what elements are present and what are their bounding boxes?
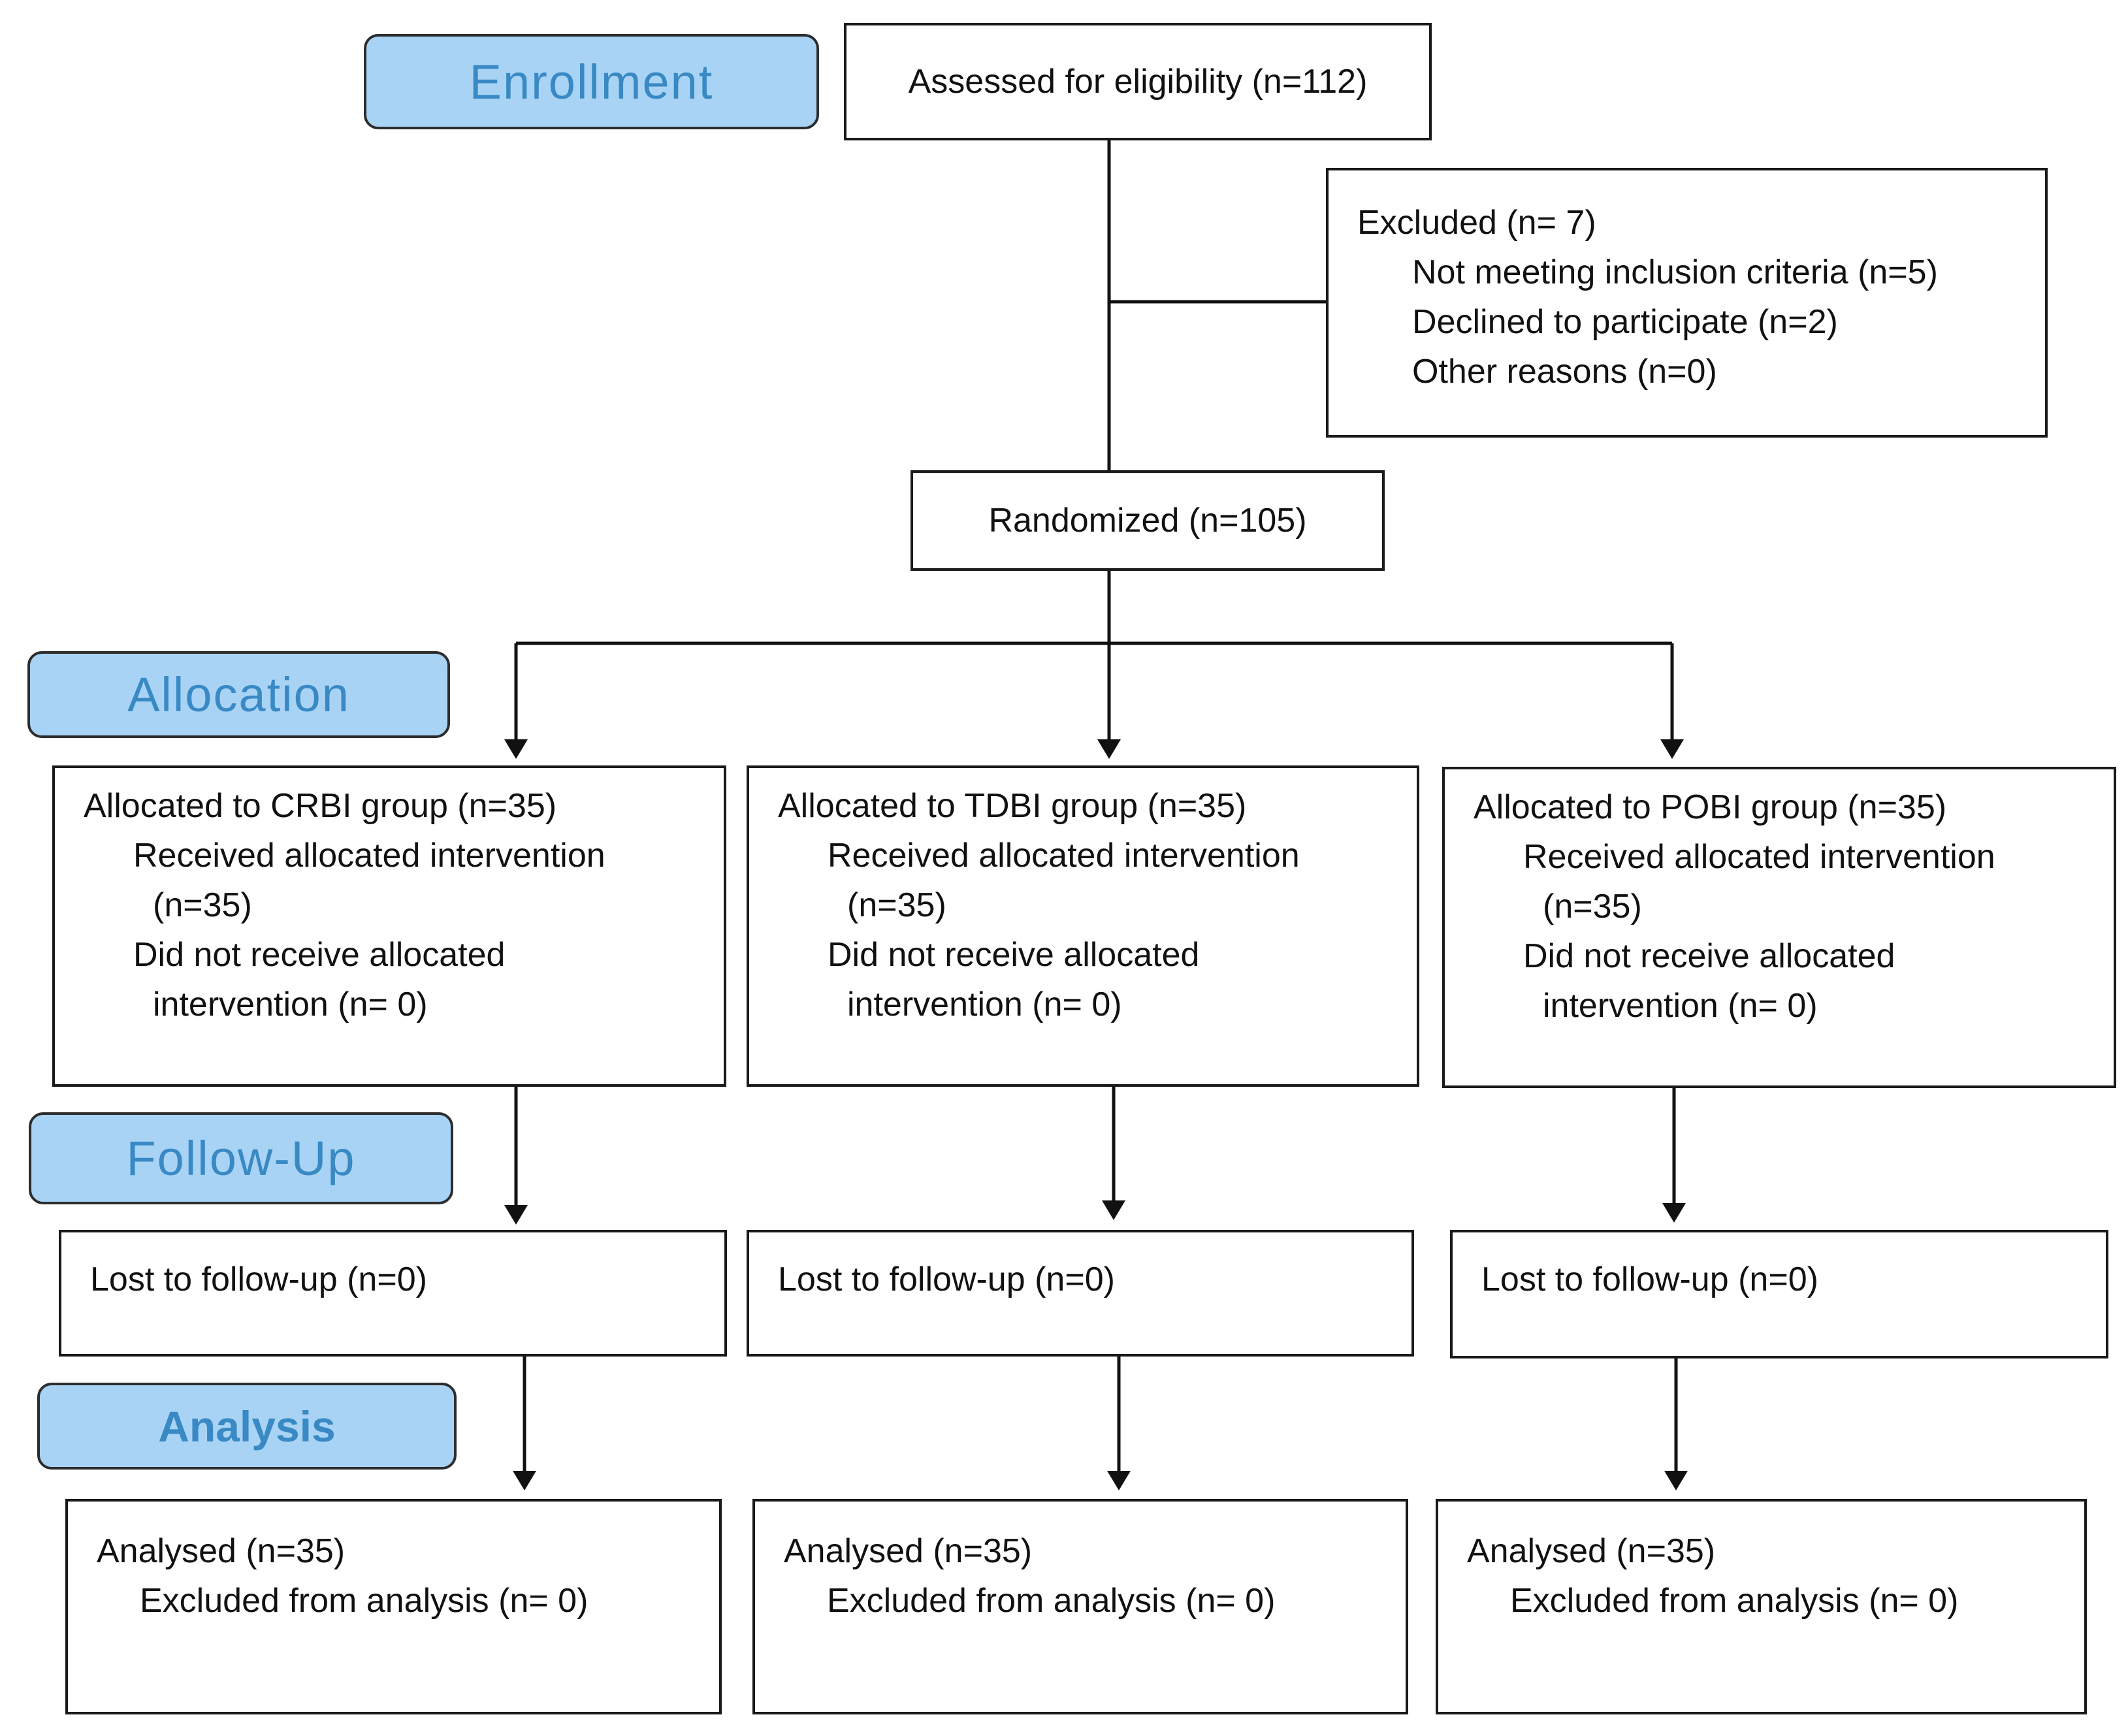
excluded-title: Excluded (n= 7) — [1357, 204, 1596, 242]
not-received-text: Did not receive allocated — [1523, 937, 1895, 975]
excluded-reason-other: Other reasons (n=0) — [1412, 353, 1717, 391]
stage-label-allocation: Allocation — [27, 651, 450, 738]
excluded-analysis-text: Excluded from analysis (n= 0) — [140, 1582, 588, 1620]
analysis-box-pobi: Analysed (n=35) Excluded from analysis (… — [1436, 1499, 2087, 1714]
analysis-arrowhead-1 — [513, 1471, 536, 1490]
analysed-text: Analysed (n=35) — [784, 1532, 1033, 1570]
followup-box-pobi: Lost to follow-up (n=0) — [1450, 1230, 2108, 1358]
allocated-text: Allocated to CRBI group (n=35) — [84, 787, 557, 825]
assessed-text: Assessed for eligibility (n=112) — [908, 63, 1368, 101]
alloc-arrowhead-3 — [1660, 739, 1684, 759]
not-received-text: Did not receive allocated — [828, 936, 1200, 974]
followup-arrowhead-2 — [1102, 1200, 1125, 1220]
not-received-count: intervention (n= 0) — [1543, 987, 1818, 1025]
excluded-box: Excluded (n= 7) Not meeting inclusion cr… — [1326, 168, 2048, 438]
excluded-analysis-text: Excluded from analysis (n= 0) — [1510, 1582, 1959, 1620]
received-text: Received allocated intervention — [828, 837, 1300, 875]
received-text: Received allocated intervention — [1523, 838, 1995, 876]
allocation-box-tdbi: Allocated to TDBI group (n=35) Received … — [747, 765, 1419, 1087]
randomized-box: Randomized (n=105) — [911, 470, 1385, 571]
analysis-box-tdbi: Analysed (n=35) Excluded from analysis (… — [752, 1499, 1408, 1714]
allocated-text: Allocated to TDBI group (n=35) — [778, 787, 1247, 825]
received-text: Received allocated intervention — [133, 837, 605, 875]
received-count: (n=35) — [153, 886, 252, 924]
allocation-box-crbi: Allocated to CRBI group (n=35) Received … — [52, 765, 726, 1087]
not-received-count: intervention (n= 0) — [153, 986, 428, 1023]
analysis-arrowhead-2 — [1107, 1471, 1131, 1490]
followup-arrowhead-1 — [504, 1205, 528, 1225]
excluded-analysis-text: Excluded from analysis (n= 0) — [827, 1582, 1276, 1620]
followup-arrowhead-3 — [1662, 1203, 1686, 1223]
assessed-box: Assessed for eligibility (n=112) — [844, 23, 1432, 140]
stage-label-analysis: Analysis — [37, 1383, 457, 1470]
excluded-reason-inclusion: Not meeting inclusion criteria (n=5) — [1412, 253, 1938, 291]
received-count: (n=35) — [1543, 888, 1642, 925]
allocation-box-pobi: Allocated to POBI group (n=35) Received … — [1442, 767, 2116, 1088]
analysis-box-crbi: Analysed (n=35) Excluded from analysis (… — [65, 1499, 722, 1714]
stage-label-follow-up: Follow-Up — [29, 1112, 453, 1204]
lost-followup-text: Lost to follow-up (n=0) — [1481, 1261, 1818, 1298]
lost-followup-text: Lost to follow-up (n=0) — [778, 1261, 1115, 1298]
allocated-text: Allocated to POBI group (n=35) — [1474, 788, 1947, 826]
lost-followup-text: Lost to follow-up (n=0) — [90, 1261, 427, 1298]
followup-box-crbi: Lost to follow-up (n=0) — [59, 1230, 727, 1357]
alloc-arrowhead-1 — [504, 739, 528, 759]
analysed-text: Analysed (n=35) — [1467, 1532, 1716, 1570]
alloc-arrowhead-2 — [1097, 739, 1121, 759]
randomized-text: Randomized (n=105) — [988, 502, 1307, 539]
stage-label-enrollment: Enrollment — [364, 34, 819, 129]
analysis-arrowhead-3 — [1664, 1471, 1688, 1490]
received-count: (n=35) — [847, 886, 946, 924]
excluded-reason-declined: Declined to participate (n=2) — [1412, 303, 1838, 341]
analysed-text: Analysed (n=35) — [97, 1532, 346, 1570]
not-received-text: Did not receive allocated — [133, 936, 506, 974]
not-received-count: intervention (n= 0) — [847, 986, 1122, 1023]
followup-box-tdbi: Lost to follow-up (n=0) — [747, 1230, 1414, 1357]
